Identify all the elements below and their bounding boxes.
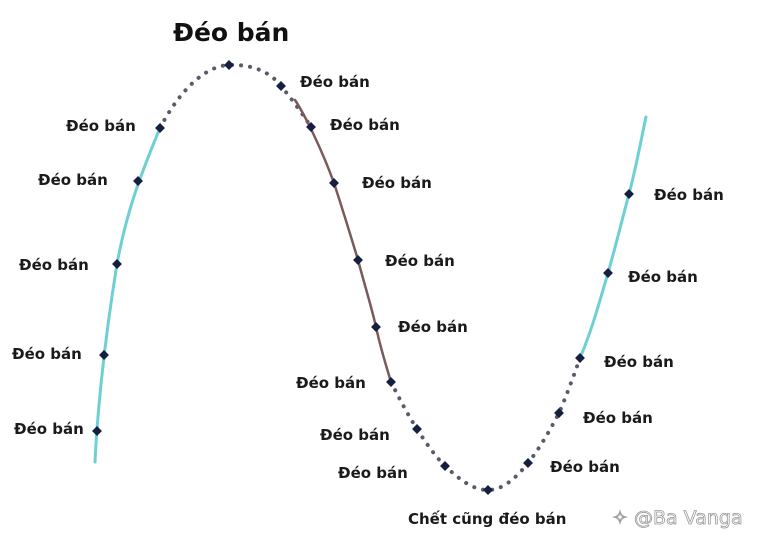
peak-title-label: Đéo bán [173,18,290,47]
point-label: Đéo bán [300,73,370,91]
point-label: Đéo bán [628,268,698,286]
point-label: Đéo bán [385,252,455,270]
diamond-marker-icon [276,81,286,91]
point-label: Đéo bán [38,171,108,189]
diamond-marker-icon [329,178,339,188]
watermark-logo-icon: ✧ [612,507,629,529]
point-label: Đéo bán [19,256,89,274]
point-label: Đéo bán [550,458,620,476]
point-label: Đéo bán [296,374,366,392]
diamond-marker-icon [575,353,585,363]
diamond-marker-icon [386,377,396,387]
watermark: ✧ @Ba Vanga [612,507,743,529]
trough-label: Chết cũng đéo bán [408,510,567,528]
diamond-marker-icon [523,458,533,468]
diamond-marker-icon [155,123,165,133]
data-point-markers [92,60,634,495]
dotted-peak-segment [158,62,313,130]
point-label: Đéo bán [604,353,674,371]
point-label: Đéo bán [66,117,136,135]
rising-segment-left [93,126,162,464]
point-label: Đéo bán [12,345,82,363]
diamond-marker-icon [133,176,143,186]
point-label: Đéo bán [398,318,468,336]
diamond-marker-icon [371,322,381,332]
point-label: Đéo bán [330,116,400,134]
point-label: Đéo bán [338,464,408,482]
point-label: Đéo bán [583,409,653,427]
rising-segment-right [578,115,648,360]
point-label: Đéo bán [320,426,390,444]
diamond-marker-icon [412,424,422,434]
diamond-marker-icon [624,189,634,199]
diamond-marker-icon [92,426,102,436]
point-label: Đéo bán [362,174,432,192]
diamond-marker-icon [483,485,493,495]
diamond-marker-icon [554,408,564,418]
point-label: Đéo bán [14,420,84,438]
diamond-marker-icon [440,461,450,471]
diamond-marker-icon [224,60,234,70]
diamond-marker-icon [603,268,613,278]
diamond-marker-icon [99,350,109,360]
falling-segment [293,98,393,384]
diamond-marker-icon [353,255,363,265]
diamond-marker-icon [112,259,122,269]
point-label: Đéo bán [654,186,724,204]
watermark-text: @Ba Vanga [633,507,743,529]
